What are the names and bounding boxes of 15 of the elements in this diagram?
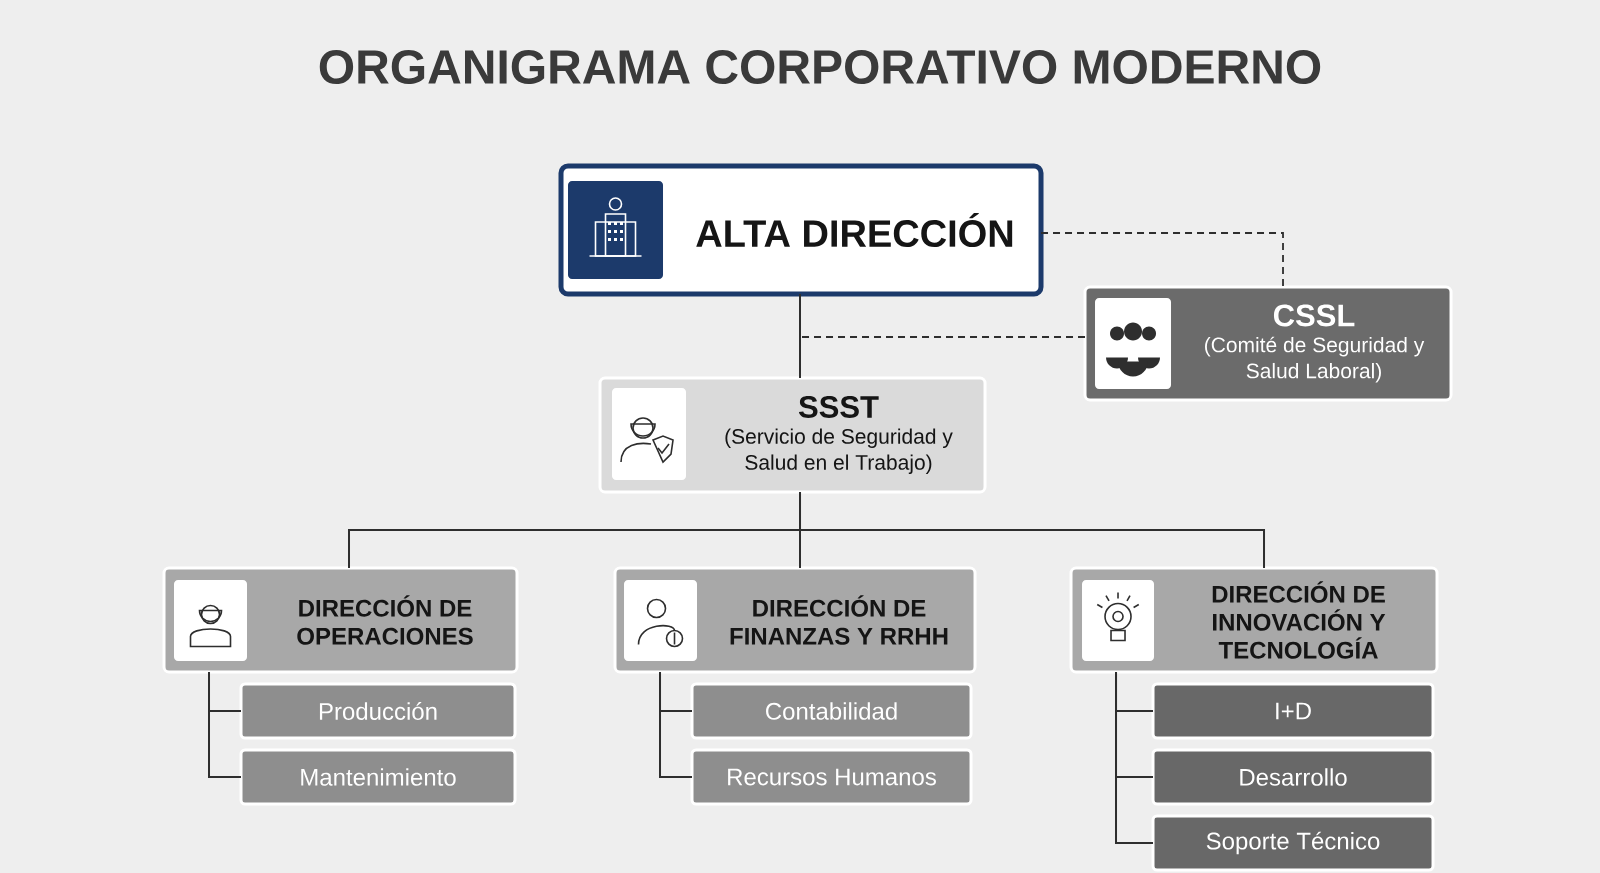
connector-line bbox=[799, 293, 801, 379]
connector-line bbox=[208, 671, 242, 778]
unit-box: Desarrollo bbox=[1151, 748, 1435, 806]
connector-line bbox=[1115, 671, 1154, 844]
unit-box: Recursos Humanos bbox=[690, 748, 973, 806]
unit-box: Soporte Técnico bbox=[1151, 814, 1435, 872]
unit-box: Mantenimiento bbox=[239, 748, 517, 806]
unit-box: Contabilidad bbox=[690, 682, 973, 740]
title: ORGANIGRAMA CORPORATIVO MODERNO bbox=[319, 50, 1321, 84]
connector-line bbox=[799, 491, 1265, 569]
connector-line bbox=[659, 671, 693, 778]
dashed-line bbox=[799, 336, 1086, 379]
unit-box: Producción bbox=[239, 682, 517, 740]
unit-box: I+D bbox=[1151, 682, 1435, 740]
dashed-line bbox=[1040, 232, 1284, 288]
